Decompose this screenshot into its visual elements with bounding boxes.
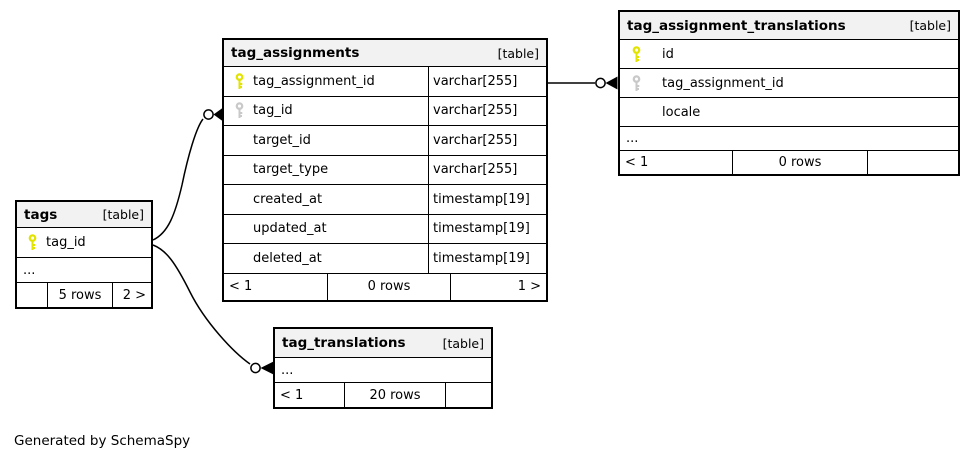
table-name[interactable]: tag_assignment_translations	[627, 17, 846, 34]
table-header[interactable]: tag_translations [table]	[275, 329, 491, 358]
column-row: locale	[620, 98, 958, 127]
table-footer: < 1 20 rows	[275, 383, 491, 407]
column-name-cell: created_at	[224, 185, 428, 214]
column-row: id	[620, 40, 958, 69]
column-row: tag_id	[17, 228, 151, 258]
related-left-count	[17, 283, 47, 307]
column-type: varchar[255]	[428, 126, 546, 155]
table-header[interactable]: tags [table]	[17, 202, 151, 228]
column-name: locale	[662, 104, 701, 120]
foreign-key-icon	[235, 102, 244, 119]
column-name: tag_assignment_id	[662, 75, 784, 91]
column-row: tag_assignment_id	[620, 69, 958, 98]
column-name-cell: tag_id	[17, 228, 151, 257]
column-name: updated_at	[253, 221, 327, 237]
table-header[interactable]: tag_assignment_translations [table]	[620, 12, 958, 40]
related-left-count: < 1	[229, 279, 253, 294]
column-name-cell: tag_id	[224, 97, 428, 126]
column-row: tag_id varchar[255]	[224, 96, 546, 126]
table-type-badge: [table]	[102, 207, 144, 222]
table-footer: < 1 0 rows	[620, 151, 958, 174]
row-count: 0 rows	[732, 151, 867, 174]
primary-key-icon-wrap	[631, 45, 642, 63]
ellipsis-label: ...	[626, 131, 639, 146]
column-type: varchar[255]	[428, 155, 546, 184]
column-name: tag_id	[253, 103, 293, 119]
column-name: tag_assignment_id	[253, 73, 375, 89]
primary-key-icon-wrap	[27, 234, 38, 251]
ellipsis-row: ...	[17, 258, 151, 283]
table-name[interactable]: tag_assignments	[231, 45, 360, 61]
foreign-key-icon-wrap	[631, 74, 642, 92]
row-count: 20 rows	[344, 383, 445, 407]
primary-key-icon	[28, 234, 37, 250]
column-name-cell: deleted_at	[224, 244, 428, 273]
foreign-key-icon	[632, 74, 641, 91]
column-name: target_type	[253, 162, 329, 178]
column-row: updated_at timestamp[19]	[224, 214, 546, 244]
column-name-cell: updated_at	[224, 215, 428, 244]
related-right-count: 1 >	[450, 273, 546, 300]
ellipsis-label: ...	[281, 362, 294, 378]
table-type-badge: [table]	[442, 335, 484, 351]
ellipsis-label: ...	[23, 262, 36, 278]
edge-tags-to-tag-translations	[152, 244, 274, 375]
column-name: target_id	[253, 132, 311, 148]
related-right-count: 2 >	[112, 283, 151, 307]
primary-key-icon	[632, 45, 641, 62]
column-type: varchar[255]	[428, 96, 546, 125]
related-right-count	[867, 151, 958, 174]
column-row: target_id varchar[255]	[224, 126, 546, 156]
column-type: timestamp[19]	[428, 185, 546, 214]
row-count: 0 rows	[327, 273, 450, 300]
column-row: deleted_at timestamp[19]	[224, 244, 546, 274]
column-row: tag_assignment_id varchar[255]	[224, 67, 546, 97]
table-type-badge: [table]	[909, 18, 951, 33]
column-name-cell: target_id	[224, 126, 428, 155]
ellipsis-row: ...	[275, 358, 491, 383]
column-name-cell: id	[620, 40, 958, 68]
column-type: timestamp[19]	[428, 214, 546, 243]
table-tag-translations[interactable]: tag_translations [table]... < 1 20 rows	[273, 327, 493, 409]
foreign-key-icon-wrap	[234, 102, 245, 119]
column-row: target_type varchar[255]	[224, 155, 546, 185]
related-left-count: < 1	[280, 387, 304, 403]
row-count: 5 rows	[47, 283, 112, 307]
column-name-cell: locale	[620, 98, 958, 126]
column-type: varchar[255]	[428, 67, 546, 96]
column-name: id	[662, 46, 674, 62]
related-left-count: < 1	[625, 155, 649, 170]
primary-key-icon-wrap	[234, 72, 245, 90]
table-name[interactable]: tag_translations	[282, 335, 406, 351]
table-header[interactable]: tag_assignments [table]	[224, 40, 546, 67]
column-name: tag_id	[46, 235, 86, 250]
edge-tag-assignments-to-tag-assignment-translations	[548, 76, 618, 90]
table-name[interactable]: tags	[24, 206, 58, 223]
column-row: created_at timestamp[19]	[224, 185, 546, 215]
column-type: timestamp[19]	[428, 244, 546, 273]
table-type-badge: [table]	[497, 45, 539, 61]
column-name-cell: tag_assignment_id	[620, 69, 958, 97]
column-name-cell: target_type	[224, 156, 428, 185]
edge-tags-to-tag-assignments	[152, 108, 223, 241]
ellipsis-row: ...	[620, 127, 958, 151]
column-name: deleted_at	[253, 250, 322, 266]
table-tag-assignment-translations[interactable]: tag_assignment_translations [table] id tag_…	[618, 10, 960, 176]
column-name: created_at	[253, 191, 323, 207]
related-right-count	[445, 383, 491, 407]
primary-key-icon	[235, 72, 244, 89]
schemaspy-credit: Generated by SchemaSpy	[14, 433, 191, 449]
column-name-cell: tag_assignment_id	[224, 67, 428, 96]
